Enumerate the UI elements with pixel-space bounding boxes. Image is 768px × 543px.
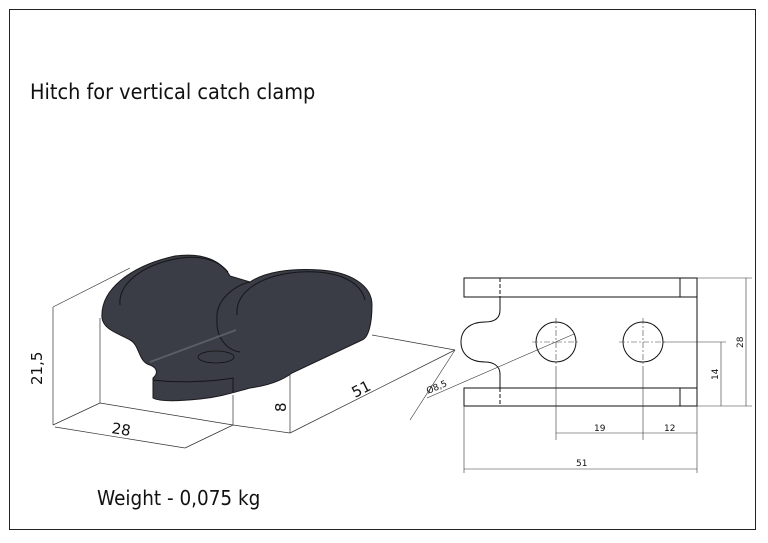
iso-dimensions [52, 267, 456, 449]
dim-hole-center-height: 14 [711, 368, 721, 380]
drawing-title: Hitch for vertical catch clamp [30, 80, 316, 104]
dim-overall-length: 51 [576, 459, 587, 469]
drawing-frame [9, 9, 756, 530]
plan-centerlines [532, 318, 667, 366]
dim-hole-spacing: 19 [594, 424, 606, 434]
weight-label: Weight - 0,075 kg [97, 486, 261, 510]
part-body [101, 254, 373, 402]
iso-part [101, 254, 373, 402]
right-lobe-edge [236, 271, 366, 316]
dim-overall-width: 28 [736, 336, 746, 348]
dim-length: 51 [349, 377, 374, 402]
plan-view [460, 277, 698, 407]
notch-ellipse [197, 350, 235, 364]
plan-dimensions [409, 277, 752, 473]
left-lobe-edge [119, 256, 229, 306]
dim-base-height: 8 [272, 402, 290, 412]
dim-edge-offset: 12 [664, 424, 675, 434]
channel-highlight [149, 329, 237, 363]
dim-height: 21,5 [28, 352, 46, 385]
base-front-edge [152, 377, 234, 392]
dim-width: 28 [110, 419, 132, 440]
right-lobe-front [216, 281, 251, 353]
